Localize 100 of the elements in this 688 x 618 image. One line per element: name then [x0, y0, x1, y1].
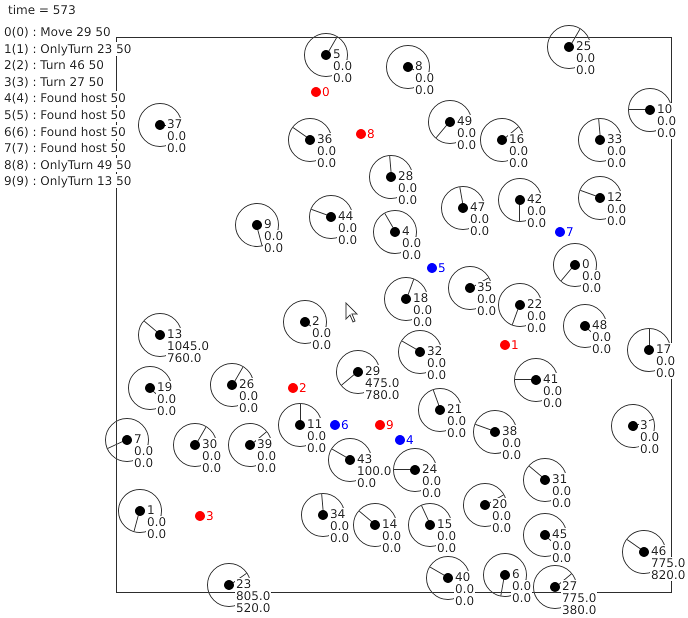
value-label: 0.0: [332, 60, 354, 72]
value-label: 0.0: [446, 427, 468, 439]
value-label: 0.0: [526, 322, 548, 334]
host-id: 25: [575, 40, 592, 52]
value-label: 0.0: [606, 203, 628, 215]
agent-id: 0: [322, 85, 330, 99]
host-id: 45: [551, 528, 568, 540]
value-label: 775.0: [650, 557, 686, 569]
value-label: 0.0: [655, 355, 676, 367]
value-label: 0.0: [456, 127, 478, 139]
value-label: 0.0: [511, 592, 532, 604]
value-label: 0.0: [639, 443, 660, 455]
value-label: 805.0: [235, 590, 272, 602]
value-label: 0.0: [329, 532, 350, 544]
value-label: 0.0: [306, 430, 328, 442]
value-label: 0.0: [397, 182, 418, 194]
host-id: 49: [456, 115, 474, 127]
value-label: 0.0: [456, 139, 478, 151]
value-label: 0.0: [542, 385, 564, 397]
host-id: 29: [364, 365, 382, 377]
value-label: 0.0: [476, 305, 498, 317]
value-label: 1045.0: [166, 340, 210, 352]
time-label: time = 573: [8, 3, 76, 17]
value-label: 0.0: [311, 339, 332, 351]
host-id: 14: [381, 518, 398, 530]
host-id: 15: [436, 518, 454, 530]
agent-id: 2: [299, 381, 307, 395]
value-label: 0.0: [381, 530, 402, 542]
value-label: 0.0: [526, 205, 548, 217]
host-id: 41: [542, 373, 560, 385]
value-label: 0.0: [397, 194, 418, 206]
host-id: 9: [263, 218, 273, 230]
value-label: 0.0: [421, 475, 442, 487]
value-label: 0.0: [133, 457, 154, 469]
value-label: 0.0: [238, 390, 260, 402]
value-label: 0.0: [436, 542, 458, 554]
host-id: 7: [133, 433, 143, 445]
value-label: 0.0: [551, 552, 572, 564]
value-label: 0.0: [591, 331, 612, 343]
value-label: 0.0: [469, 225, 490, 237]
value-label: 0.0: [146, 516, 168, 528]
host-id: 2: [311, 315, 321, 327]
value-label: 0.0: [426, 357, 448, 369]
value-label: 760.0: [166, 352, 202, 364]
value-label: 0.0: [606, 215, 628, 227]
host-id: 19: [156, 381, 174, 393]
agent-id: 5: [438, 261, 446, 275]
host-id: 0: [581, 258, 591, 270]
value-label: 0.0: [256, 462, 278, 474]
agent-id: 7: [566, 225, 574, 239]
value-label: 0.0: [414, 84, 436, 96]
value-label: 0.0: [476, 293, 498, 305]
value-label: 380.0: [561, 604, 598, 616]
value-label: 100.0: [356, 465, 392, 477]
value-label: 0.0: [491, 510, 512, 522]
value-label: 0.0: [656, 115, 678, 127]
value-label: 0.0: [156, 393, 178, 405]
host-id: 6: [511, 568, 521, 580]
value-label: 475.0: [364, 377, 400, 389]
value-label: 0.0: [581, 282, 602, 294]
host-id: 47: [469, 201, 486, 213]
host-id: 1: [146, 504, 156, 516]
value-label: 0.0: [311, 327, 332, 339]
value-label: 0.0: [337, 222, 358, 234]
value-label: 0.0: [551, 485, 572, 497]
value-label: 0.0: [412, 316, 434, 328]
host-id: 26: [238, 378, 256, 390]
host-id: 31: [551, 473, 568, 485]
value-label: 0.0: [526, 310, 548, 322]
value-label: 0.0: [316, 157, 338, 169]
host-id: 37: [166, 118, 184, 130]
agent-id: 6: [341, 418, 349, 432]
host-id: 24: [421, 463, 438, 475]
agent-id: 9: [386, 418, 394, 432]
host-id: 48: [591, 319, 608, 331]
host-id: 40: [454, 571, 472, 583]
host-id: 21: [446, 403, 464, 415]
value-label: 0.0: [201, 450, 222, 462]
value-label: 0.0: [542, 397, 564, 409]
host-id: 13: [166, 328, 184, 340]
host-id: 43: [356, 453, 374, 465]
value-label: 0.0: [656, 127, 678, 139]
value-label: 820.0: [650, 569, 686, 581]
value-label: 0.0: [238, 402, 260, 414]
value-label: 0.0: [501, 449, 522, 461]
value-label: 0.0: [436, 530, 458, 542]
agent-id: 3: [206, 509, 214, 523]
value-label: 0.0: [263, 242, 284, 254]
value-label: 0.0: [316, 145, 338, 157]
host-id: 32: [426, 345, 444, 357]
host-id: 10: [656, 103, 674, 115]
value-label: 0.0: [606, 157, 628, 169]
agent-id: 4: [406, 433, 414, 447]
host-id: 38: [501, 425, 518, 437]
value-label: 0.0: [356, 477, 378, 489]
value-label: 0.0: [166, 130, 188, 142]
host-id: 34: [329, 508, 346, 520]
value-label: 0.0: [306, 442, 328, 454]
host-id: 22: [526, 298, 544, 310]
value-label: 775.0: [561, 592, 598, 604]
